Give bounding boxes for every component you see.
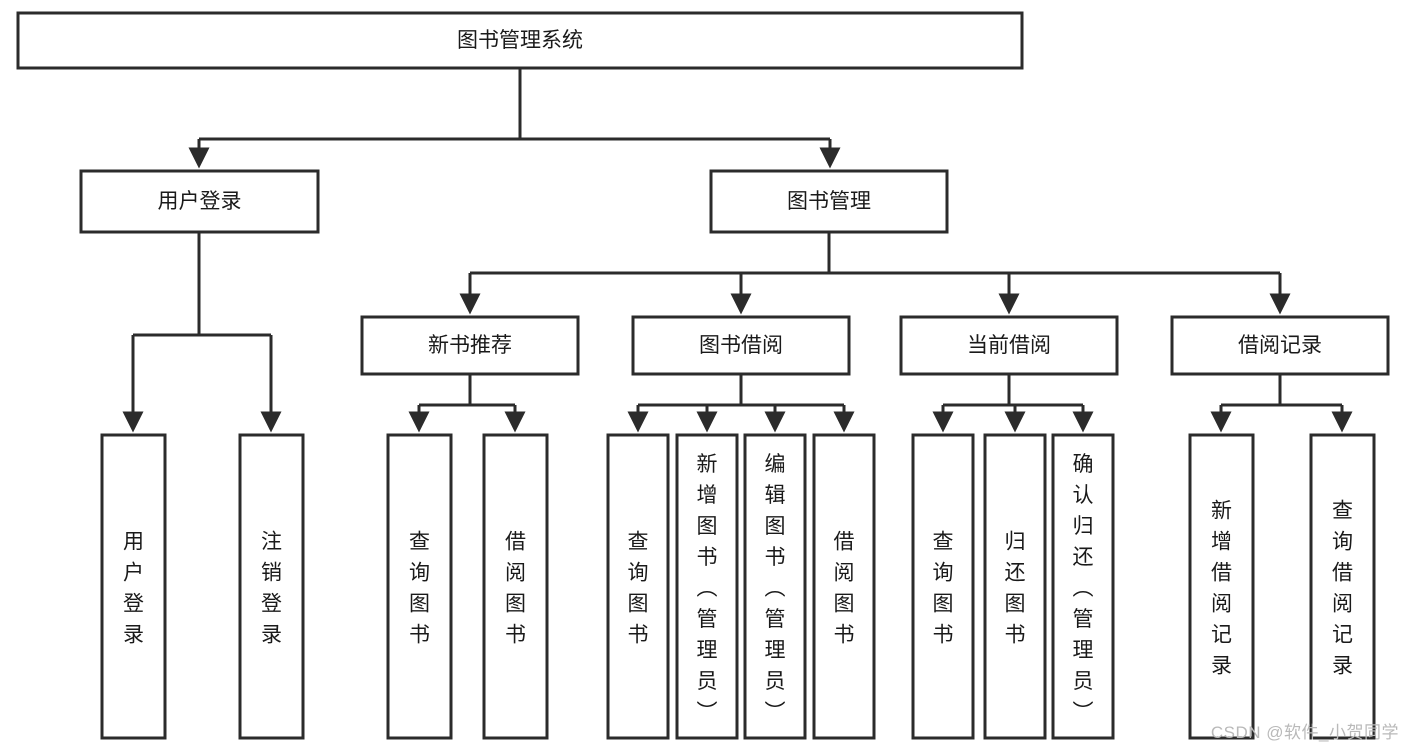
node-box-new-book-recommend[interactable]	[360, 315, 580, 376]
node-label-leaf-add-book-admin: 新增图书︵管理员︶	[697, 453, 718, 724]
node-leaf-query-borrow-record[interactable]: 查询借阅记录	[1309, 433, 1376, 740]
node-leaf-borrow-book[interactable]: 借阅图书	[812, 433, 876, 740]
node-label-root: 图书管理系统	[457, 29, 583, 52]
node-label-leaf-query-borrow-record: 查询借阅记录	[1332, 500, 1353, 678]
node-layer: 图书管理系统用户登录图书管理新书推荐图书借阅当前借阅借阅记录用户登录注销登录查询…	[16, 11, 1390, 740]
node-leaf-edit-book-admin[interactable]: 编辑图书︵管理员︶	[743, 433, 807, 740]
node-label-leaf-borrow-book: 借阅图书	[834, 531, 855, 647]
node-user-login[interactable]: 用户登录	[79, 169, 320, 234]
node-box-root[interactable]	[16, 11, 1024, 70]
node-borrow-record[interactable]: 借阅记录	[1170, 315, 1390, 376]
node-box-leaf-add-book-admin[interactable]	[675, 433, 739, 740]
node-leaf-add-book-admin[interactable]: 新增图书︵管理员︶	[675, 433, 739, 740]
node-label-book-management: 图书管理	[787, 190, 871, 213]
node-leaf-query-book-current[interactable]: 查询图书	[911, 433, 975, 740]
node-box-leaf-add-borrow-record[interactable]	[1188, 433, 1255, 740]
node-box-user-login[interactable]	[79, 169, 320, 234]
node-label-leaf-add-borrow-record: 新增借阅记录	[1211, 500, 1232, 678]
node-new-book-recommend[interactable]: 新书推荐	[360, 315, 580, 376]
node-label-leaf-query-book-current: 查询图书	[933, 531, 954, 647]
connector-layer	[122, 68, 1353, 433]
node-current-borrow[interactable]: 当前借阅	[899, 315, 1119, 376]
node-root[interactable]: 图书管理系统	[16, 11, 1024, 70]
node-box-leaf-query-book-current[interactable]	[911, 433, 975, 740]
node-box-leaf-edit-book-admin[interactable]	[743, 433, 807, 740]
node-box-leaf-confirm-return-admin[interactable]	[1051, 433, 1115, 740]
node-label-leaf-user-logout: 注销登录	[261, 531, 282, 647]
node-leaf-confirm-return-admin[interactable]: 确认归还︵管理员︶	[1051, 433, 1115, 740]
node-label-leaf-return-book: 归还图书	[1005, 531, 1026, 647]
node-box-leaf-query-book-recommend[interactable]	[386, 433, 453, 740]
node-label-user-login: 用户登录	[158, 190, 242, 213]
node-leaf-query-book-recommend[interactable]: 查询图书	[386, 433, 453, 740]
node-book-management[interactable]: 图书管理	[709, 169, 949, 234]
node-label-book-borrow: 图书借阅	[699, 334, 783, 357]
node-box-leaf-borrow-book-recommend[interactable]	[482, 433, 549, 740]
watermark-label: CSDN @软件_小贺同学	[1210, 723, 1399, 742]
node-box-leaf-return-book[interactable]	[983, 433, 1047, 740]
node-leaf-query-book-borrow[interactable]: 查询图书	[606, 433, 670, 740]
node-label-borrow-record: 借阅记录	[1238, 334, 1322, 357]
node-label-leaf-query-book-recommend: 查询图书	[409, 531, 430, 647]
node-box-leaf-user-login[interactable]	[100, 433, 167, 740]
node-label-leaf-edit-book-admin: 编辑图书︵管理员︶	[765, 453, 786, 724]
node-box-book-management[interactable]	[709, 169, 949, 234]
node-leaf-user-logout[interactable]: 注销登录	[238, 433, 305, 740]
node-leaf-borrow-book-recommend[interactable]: 借阅图书	[482, 433, 549, 740]
node-label-current-borrow: 当前借阅	[967, 334, 1051, 357]
node-box-book-borrow[interactable]	[631, 315, 851, 376]
node-box-leaf-query-borrow-record[interactable]	[1309, 433, 1376, 740]
node-box-leaf-borrow-book[interactable]	[812, 433, 876, 740]
node-label-leaf-query-book-borrow: 查询图书	[628, 531, 649, 647]
node-label-new-book-recommend: 新书推荐	[428, 334, 512, 357]
node-box-current-borrow[interactable]	[899, 315, 1119, 376]
node-book-borrow[interactable]: 图书借阅	[631, 315, 851, 376]
node-box-leaf-query-book-borrow[interactable]	[606, 433, 670, 740]
node-label-leaf-user-login: 用户登录	[123, 531, 144, 647]
node-leaf-user-login[interactable]: 用户登录	[100, 433, 167, 740]
node-box-leaf-user-logout[interactable]	[238, 433, 305, 740]
node-label-leaf-confirm-return-admin: 确认归还︵管理员︶	[1073, 453, 1094, 724]
node-box-borrow-record[interactable]	[1170, 315, 1390, 376]
node-label-leaf-borrow-book-recommend: 借阅图书	[505, 531, 526, 647]
node-leaf-return-book[interactable]: 归还图书	[983, 433, 1047, 740]
node-leaf-add-borrow-record[interactable]: 新增借阅记录	[1188, 433, 1255, 740]
